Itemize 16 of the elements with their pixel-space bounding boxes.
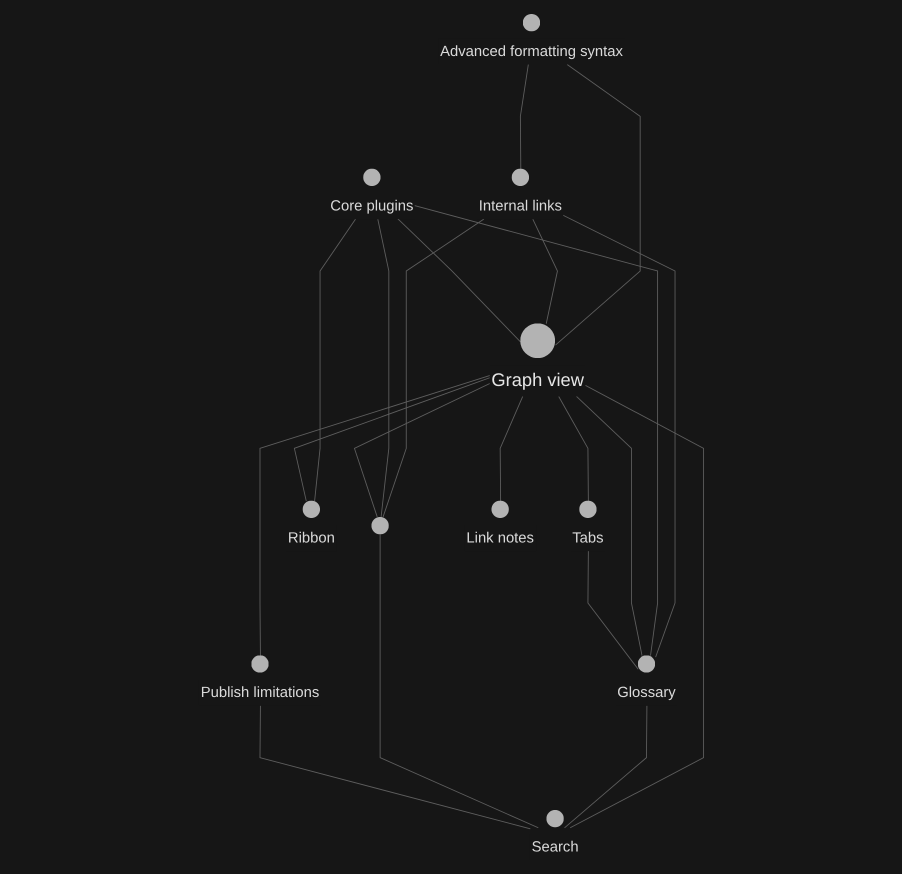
connector [532,218,558,324]
connector [354,382,490,518]
connector [558,396,589,502]
connector [382,218,484,518]
connector [379,534,538,828]
connector [587,550,638,670]
connector [259,375,490,656]
node-circle [371,516,389,534]
connector [294,377,490,502]
connector [377,218,389,518]
connector [314,218,356,502]
connector [259,705,530,830]
connector [499,396,523,502]
connector [554,64,640,346]
connector [564,705,648,828]
connector [520,64,528,170]
